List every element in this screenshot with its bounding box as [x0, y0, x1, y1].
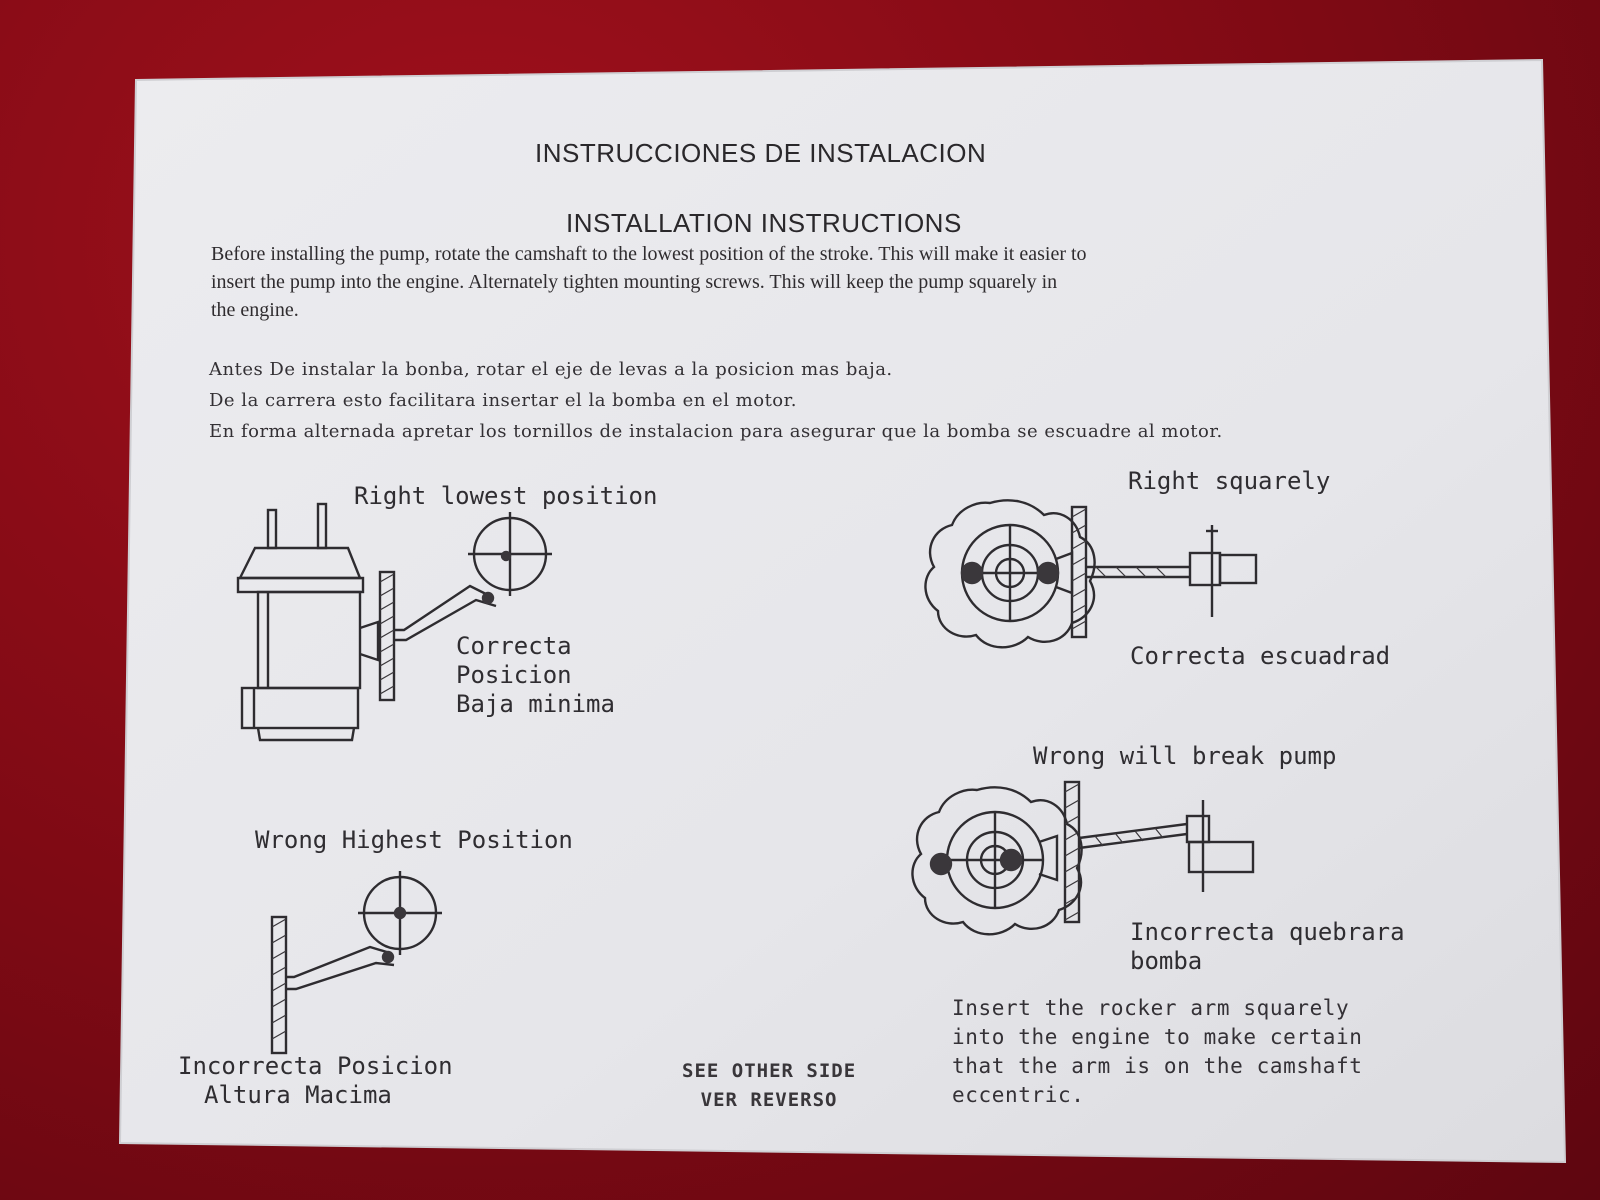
spanish-line: De la carrera esto facilitara insertar e… [209, 390, 797, 411]
wrong-break-caption: Incorrecta quebrara bomba [1130, 918, 1405, 976]
see-other-side-spanish: VER REVERSO [700, 1089, 838, 1111]
right-squarely-title: Right squarely [1128, 467, 1331, 495]
see-other-side-english: SEE OTHER SIDE [682, 1060, 857, 1082]
english-line: the engine. [211, 299, 299, 321]
insert-note-line: eccentric. [952, 1083, 1085, 1107]
caption-line: Baja minima [456, 690, 615, 718]
right-lowest-title: Right lowest position [354, 482, 658, 510]
title-spanish: INSTRUCCIONES DE INSTALACION [535, 138, 987, 168]
pump-top-view-icon [924, 499, 1258, 649]
caption-line: Incorrecta quebrara [1130, 918, 1405, 946]
pump-side-view-icon [236, 502, 552, 742]
see-other-side-note: SEE OTHER SIDE VER REVERSO [682, 1057, 856, 1115]
right-squarely-caption: Correcta escuadrad [1130, 642, 1391, 670]
caption-line: Incorrecta Posicion [178, 1052, 453, 1080]
spanish-line: Antes De instalar la bonba, rotar el eje… [209, 359, 893, 380]
rocker-arm-high-icon [270, 871, 442, 1055]
caption-line: Posicion [456, 661, 572, 689]
caption-line: Correcta [456, 632, 572, 660]
english-line: Before installing the pump, rotate the c… [211, 243, 1087, 265]
right-lowest-caption: Correcta Posicion Baja minima [456, 632, 615, 719]
pump-top-view-wrong-icon [911, 780, 1255, 936]
insert-rocker-arm-note: Insert the rocker arm squarely into the … [952, 994, 1363, 1110]
insert-note-line: into the engine to make certain [952, 1025, 1363, 1049]
spanish-line: En forma alternada apretar los tornillos… [209, 421, 1223, 442]
insert-note-line: that the arm is on the camshaft [952, 1054, 1363, 1078]
wrong-highest-caption: Incorrecta Posicion Altura Macima [178, 1052, 453, 1110]
english-paragraph: Before installing the pump, rotate the c… [211, 240, 1087, 324]
caption-line: bomba [1130, 947, 1203, 975]
spanish-paragraph: Antes De instalar la bonba, rotar el eje… [209, 354, 1223, 447]
wrong-highest-title: Wrong Highest Position [255, 826, 573, 854]
english-line: insert the pump into the engine. Alterna… [211, 271, 1058, 293]
caption-line: Altura Macima [204, 1081, 392, 1109]
wrong-break-title: Wrong will break pump [1033, 742, 1337, 770]
insert-note-line: Insert the rocker arm squarely [952, 996, 1350, 1020]
title-english: INSTALLATION INSTRUCTIONS [566, 208, 962, 238]
